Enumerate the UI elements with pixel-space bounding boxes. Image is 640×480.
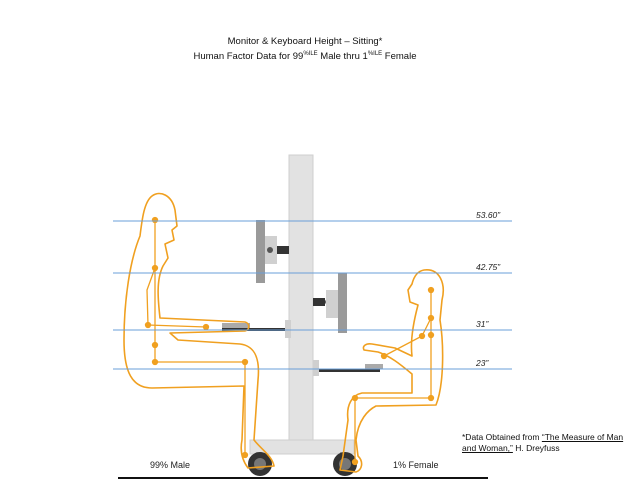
monitor-upper [256,220,265,283]
female-figure [339,269,444,473]
female-label: 1% Female [393,460,439,470]
title-line-1: Monitor & Keyboard Height – Sitting* [227,36,383,47]
male-label: 99% Male [150,460,190,470]
female-skeleton [351,286,435,466]
male-skeleton [144,216,249,459]
keyboard-tray-lower [313,369,380,372]
stand-base [249,439,355,455]
title-line-2: Human Factor Data for 99%ILE Male thru 1… [193,51,417,63]
monitor-lower [338,273,347,333]
height-label-4: 23” [475,358,489,368]
citation-book-title: “The Measure of Man and Woman,” [462,432,624,453]
stand-column [288,154,314,446]
height-label-2: 42.75” [476,262,501,272]
male-figure [123,192,275,469]
height-label-1: 53.60” [476,210,501,220]
height-label-3: 31” [476,319,489,329]
citation-note: *Data Obtained from “The Measure of Man … [462,432,624,453]
diagram-title: Monitor & Keyboard Height – Sitting* Hum… [0,36,610,63]
